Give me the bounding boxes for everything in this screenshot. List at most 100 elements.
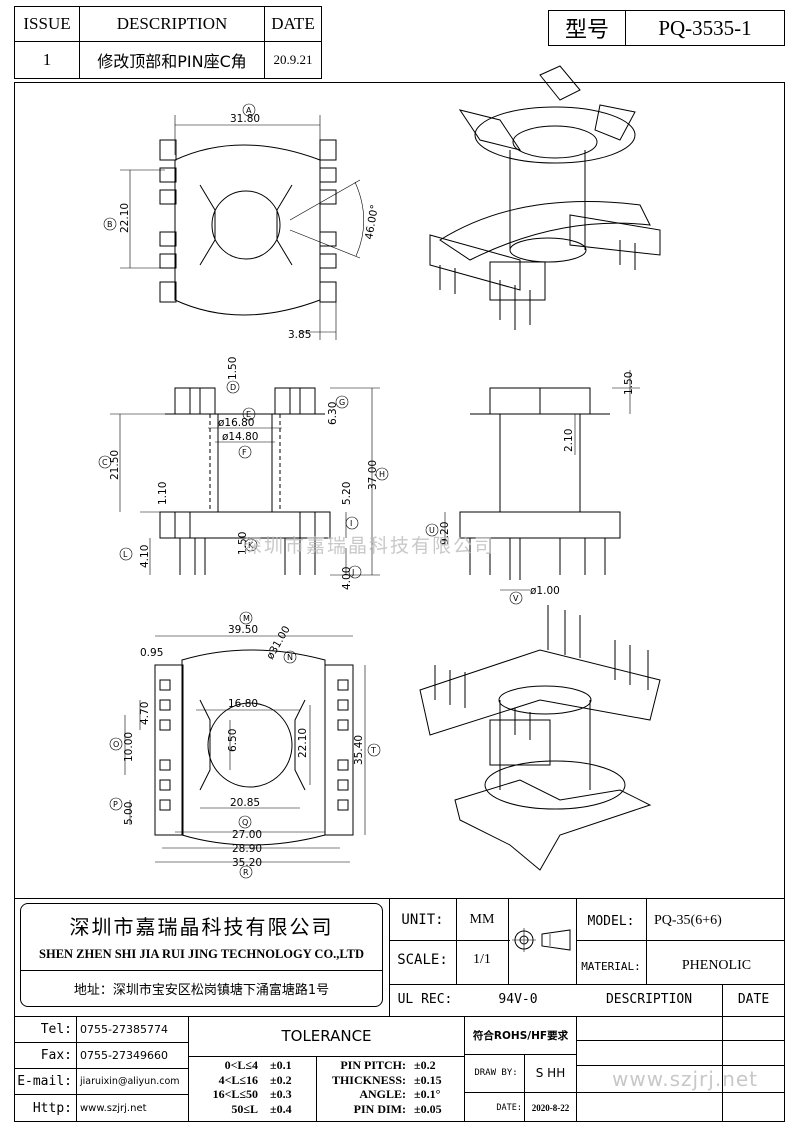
iso-view-bottom <box>419 605 661 871</box>
date-row-label: DATE: <box>496 1103 522 1113</box>
ref-c: C <box>102 458 108 467</box>
model-box-value: PQ-3535-1 <box>625 10 785 46</box>
dim-s150: 1.50 <box>623 372 635 395</box>
ref-v: V <box>513 594 519 603</box>
company-box <box>20 903 383 1007</box>
company-address: 地址：深圳市宝安区松岗镇塘下涌富塘路1号 <box>73 982 330 998</box>
drawing-frame <box>14 82 785 1122</box>
fax-label: Fax: <box>40 1047 72 1063</box>
dim-h410: 4.10 <box>139 545 151 568</box>
tol-value-4: ±0.4 <box>270 1101 292 1116</box>
ref-n: N <box>287 653 293 662</box>
website-watermark: www.szjrj.net <box>611 1067 759 1091</box>
tol-range-1: 0<L≤4 <box>224 1058 258 1072</box>
dim-b: 22.10 <box>119 203 131 233</box>
dim-s210: 2.10 <box>563 429 575 452</box>
dim-h650: 6.50 <box>227 729 239 752</box>
dim-h400: 4.00 <box>341 567 353 590</box>
tolerance-specs: PIN PITCH:±0.2 THICKNESS:±0.15 ANGLE:±0.… <box>318 1058 464 1116</box>
spec-value-3: ±0.1° <box>414 1087 441 1101</box>
ref-h: H <box>379 470 385 479</box>
dim-h3540: 35.40 <box>353 735 365 765</box>
model-value: PQ-35(6+6) <box>654 913 722 928</box>
side-view <box>444 370 640 591</box>
ref-a: A <box>246 106 252 115</box>
dim-h110: 1.10 <box>157 482 169 505</box>
ref-d: D <box>230 383 236 392</box>
spec-value-4: ±0.05 <box>414 1101 442 1116</box>
ref-k: K <box>248 541 254 550</box>
tolerance-ranges: 0<L≤4 ±0.1 4<L≤16 ±0.2 16<L≤50 ±0.3 50≤L ±0.… <box>190 1058 316 1116</box>
ref-f: F <box>242 448 247 457</box>
fax-value: 0755-27349660 <box>80 1048 168 1062</box>
bottom-view <box>124 635 366 863</box>
email-label: E-mail: <box>17 1073 72 1089</box>
date-col-label: DATE <box>737 991 770 1007</box>
draw-by-label: DRAW BY: <box>474 1068 518 1078</box>
scale-value: 1/1 <box>473 952 491 967</box>
ref-e: E <box>246 410 251 419</box>
tol-range-2: 4<L≤16 <box>218 1072 258 1087</box>
ref-r: R <box>243 868 249 877</box>
technical-drawing: 31.80 22.10 46.00° 3.85 1.50 6.30 ø16.80… <box>98 65 661 879</box>
tol-range-3: 16<L≤50 <box>212 1087 258 1101</box>
date-value: 20.9.21 <box>264 41 322 79</box>
dim-w3520: 35.20 <box>232 857 262 869</box>
top-view <box>120 115 365 340</box>
tol-value-1: ±0.1 <box>270 1058 292 1072</box>
tel-label: Tel: <box>40 1021 72 1037</box>
rohs-label: 符合ROHS/HF要求 <box>472 1029 569 1042</box>
reference-letters: A B C D E F G H I J K L U V M N O P Q <box>98 103 523 879</box>
date-row-value: 2020-8-22 <box>531 1103 570 1113</box>
company-name-en: SHEN ZHEN SHI JIA RUI JING TECHNOLOGY CO… <box>39 946 364 961</box>
spec-value-1: ±0.2 <box>414 1058 436 1072</box>
iso-view-top <box>429 65 661 330</box>
tol-range-4: 50≤L <box>231 1101 258 1116</box>
scale-label: SCALE: <box>397 952 448 968</box>
dim-pin-width: 3.85 <box>288 329 311 341</box>
dimension-labels: 31.80 22.10 46.00° 3.85 1.50 6.30 ø16.80… <box>109 113 635 869</box>
dim-h470: 4.70 <box>139 702 151 725</box>
material-label: MATERIAL: <box>581 959 641 973</box>
dim-pin-dia: ø1.00 <box>530 585 560 597</box>
ref-l: L <box>123 550 128 559</box>
email-value[interactable]: jiaruixin@aliyun.com <box>80 1075 180 1087</box>
ref-j: J <box>351 568 354 577</box>
dim-dia14: ø14.80 <box>222 431 258 443</box>
ref-u: U <box>429 526 435 535</box>
dim-h500: 5.00 <box>123 802 135 825</box>
dim-angle: 46.00° <box>363 204 381 241</box>
tol-value-2: ±0.2 <box>270 1072 292 1087</box>
dim-dia16: ø16.80 <box>218 417 254 429</box>
model-label: MODEL: <box>587 913 635 929</box>
http-value[interactable]: www.szjrj.net <box>80 1102 147 1114</box>
ul-value: 94V-0 <box>498 991 538 1007</box>
dim-w2890: 28.90 <box>232 843 262 855</box>
dim-h1000: 10.00 <box>123 732 135 762</box>
dim-h2210: 22.10 <box>297 728 309 758</box>
dim-h520: 5.20 <box>341 482 353 505</box>
unit-label: UNIT: <box>401 912 444 928</box>
material-value: PHENOLIC <box>681 958 752 973</box>
spec-label-3: ANGLE: <box>359 1087 406 1101</box>
description-label: DESCRIPTION <box>605 991 693 1007</box>
dim-w3950: 39.50 <box>228 624 258 636</box>
dim-w2700: 27.00 <box>232 829 262 841</box>
ref-p: P <box>113 800 118 809</box>
spec-label-4: PIN DIM: <box>353 1101 406 1116</box>
http-label: Http: <box>32 1100 72 1116</box>
ref-b: B <box>107 220 113 229</box>
model-box-label: 型号 <box>548 10 626 46</box>
dim-d1: 1.50 <box>227 357 239 380</box>
ref-i: I <box>350 519 352 528</box>
tel-value: 0755-27385774 <box>80 1022 168 1036</box>
company-name-cn: 深圳市嘉瑞晶科技有限公司 <box>69 914 334 939</box>
dim-h37: 37.00 <box>367 460 379 490</box>
tolerance-title: TOLERANCE <box>281 1027 372 1045</box>
ref-m: M <box>243 614 250 623</box>
ref-o: O <box>113 740 119 749</box>
projection-symbol-icon <box>512 928 571 952</box>
spec-label-1: PIN PITCH: <box>340 1058 406 1072</box>
tol-value-3: ±0.3 <box>270 1087 292 1101</box>
spec-value-2: ±0.15 <box>414 1072 442 1087</box>
